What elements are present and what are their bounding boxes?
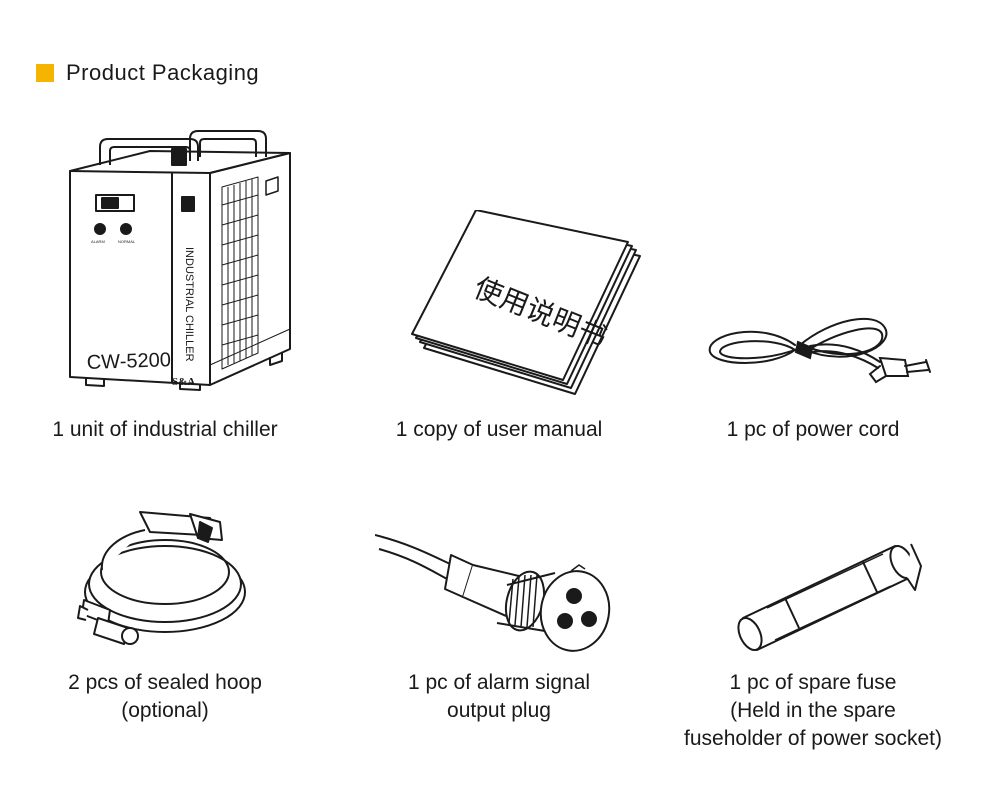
caption-power-cord: 1 pc of power cord [726,418,900,441]
caption-manual: 1 copy of user manual [395,418,603,441]
sealed-hoop-illustration [70,500,260,655]
caption-spare-fuse: 1 pc of spare fuse (Held in the spare fu… [684,671,942,750]
chiller-model-label: CW-5200 [86,349,171,374]
manual-illustration: 使用说明书 [410,210,650,400]
caption-alarm-plug: 1 pc of alarm signal output plug [407,671,591,722]
section-header: Product Packaging [36,60,259,86]
chiller-front-face [69,171,211,386]
caption-sealed-hoop: 2 pcs of sealed hoop (optional) [68,671,262,722]
power-cord-illustration [700,300,935,395]
chiller-handle-front [99,138,199,165]
chiller-side-label: INDUSTRIAL CHILLER [183,247,195,362]
chiller-brand-label: S&A [172,376,195,388]
chiller-handle-back [189,130,267,157]
section-title: Product Packaging [66,60,260,85]
chiller-illustration: CW-5200 S&A ALARM NORMAL INDUSTRIAL CHIL… [60,125,310,395]
chiller-normal-label: NORMAL [118,239,136,244]
manual-cover [411,210,629,381]
spare-fuse-illustration [735,538,935,653]
chiller-alarm-label: ALARM [91,239,105,244]
alarm-plug-illustration [375,515,615,665]
caption-chiller: 1 unit of industrial chiller [52,418,278,441]
section-marker [36,64,54,82]
